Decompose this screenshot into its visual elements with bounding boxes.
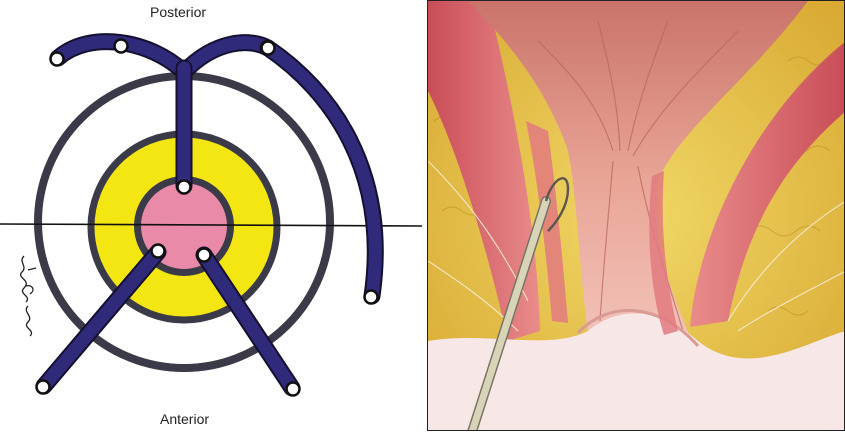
anal-canal-cross-section (428, 1, 845, 431)
anterior-label: Anterior (160, 411, 209, 427)
fistula-schematic: Posterior Anterior (0, 0, 424, 435)
posterior-label: Posterior (150, 4, 206, 20)
external-opening-posterior-right (262, 42, 275, 55)
external-opening-posterior-mid (115, 40, 128, 53)
external-opening-anterior-right (287, 383, 300, 396)
anatomy-illustration (427, 0, 845, 431)
external-opening-posterior-left (51, 53, 64, 66)
internal-opening-anterior-left (152, 245, 165, 258)
horizontal-axis-line (0, 224, 422, 226)
schematic-drawing (0, 0, 424, 435)
external-opening-lateral-right (365, 291, 378, 304)
internal-opening-posterior (178, 181, 191, 194)
external-opening-anterior-left (37, 381, 50, 394)
artist-signature (2, 250, 62, 340)
internal-opening-anterior-right (198, 249, 211, 262)
